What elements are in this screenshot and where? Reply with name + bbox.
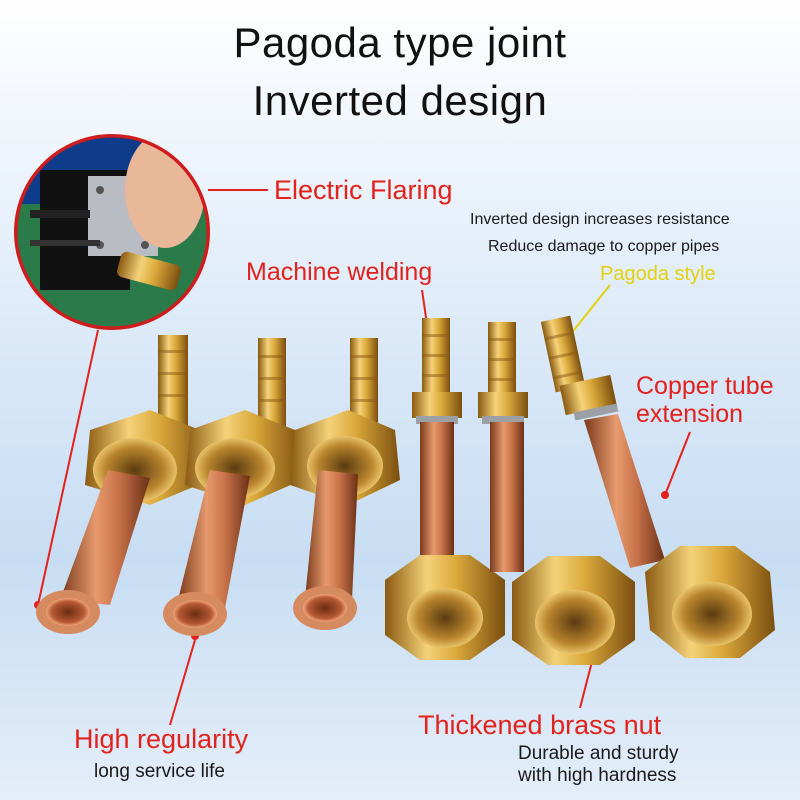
copper-tube-label-line1: Copper tube xyxy=(636,372,774,400)
fitting-straight-1 xyxy=(385,318,505,660)
flaring-machine-inset xyxy=(14,134,210,330)
title-line-1: Pagoda type joint xyxy=(233,19,567,66)
title-line-2: Inverted design xyxy=(252,77,548,124)
fitting-flared-2 xyxy=(163,338,302,636)
pagoda-style-label: Pagoda style xyxy=(600,263,716,285)
damage-note: Reduce damage to copper pipes xyxy=(488,238,720,255)
copper-tube-label-line2: extension xyxy=(636,400,744,428)
high-regularity-label: High regularity xyxy=(74,724,249,754)
fitting-straight-2 xyxy=(478,322,635,665)
durable-note-line1: Durable and sturdy xyxy=(518,743,679,764)
machine-welding-label: Machine welding xyxy=(246,258,433,286)
electric-flaring-label: Electric Flaring xyxy=(274,175,453,205)
fitting-flared-3 xyxy=(290,338,400,630)
long-service-note: long service life xyxy=(94,761,225,782)
fitting-flared-1 xyxy=(36,335,210,634)
durable-note-line2: with high hardness xyxy=(518,765,677,786)
fitting-straight-3 xyxy=(540,315,775,658)
brass-nut-label: Thickened brass nut xyxy=(418,710,662,740)
resistance-note: Inverted design increases resistance xyxy=(470,211,730,228)
pagoda-callout-line xyxy=(569,284,611,336)
